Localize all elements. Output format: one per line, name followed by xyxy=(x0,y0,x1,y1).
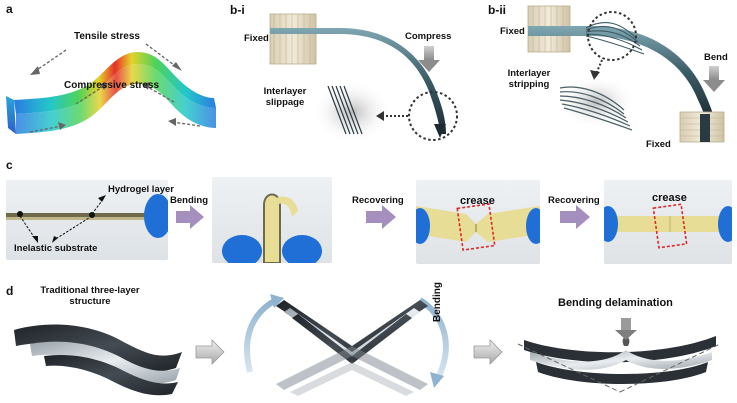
stripping-line2: stripping xyxy=(508,79,550,90)
b-ii-fixed-bottom-label: Fixed xyxy=(646,139,671,150)
inelastic-substrate-label: Inelastic substrate xyxy=(14,243,98,254)
b-i-compress-label: Compress xyxy=(405,31,452,42)
b-ii-fixed-top-label: Fixed xyxy=(500,26,525,37)
photo-recovered-crease-1 xyxy=(416,180,540,264)
hydrogel-layer-label: Hydrogel layer xyxy=(108,184,174,195)
recovering-arrow-1-label: Recovering xyxy=(352,195,404,206)
b-i-fixed-label: Fixed xyxy=(244,33,269,44)
photo-recovered-crease-2 xyxy=(604,180,732,264)
panel-label-b-ii: b-ii xyxy=(488,3,506,17)
photo-flat-sample xyxy=(6,180,168,260)
b-ii-bend-label: Bend xyxy=(704,52,728,63)
recovering-arrow-2-label: Recovering xyxy=(548,195,600,206)
b-ii-stripping-label: Interlayer stripping xyxy=(497,68,561,90)
tensile-stress-label: Tensile stress xyxy=(74,31,140,42)
b-i-slippage-label: Interlayer slippage xyxy=(254,86,316,108)
panel-d-bending-label: Bending xyxy=(432,282,443,322)
bending-arrow-label: Bending xyxy=(170,195,208,206)
panel-label-d: d xyxy=(6,284,14,298)
panel-label-b-i: b-i xyxy=(230,3,245,17)
crease-label-1: crease xyxy=(460,195,495,207)
bending-delamination-label: Bending delamination xyxy=(558,297,673,309)
traditional-line1: Traditional three-layer xyxy=(40,285,140,296)
compressive-stress-label: Compressive stress xyxy=(64,80,160,91)
traditional-line2: structure xyxy=(69,296,111,307)
crease-label-2: crease xyxy=(652,192,687,204)
traditional-structure-label: Traditional three-layer structure xyxy=(30,285,150,307)
stripping-line1: Interlayer xyxy=(507,68,551,79)
photo-bent-sample xyxy=(212,177,332,263)
slippage-line2: slippage xyxy=(265,97,305,108)
panel-label-a: a xyxy=(6,2,13,16)
slippage-line1: Interlayer xyxy=(263,86,307,97)
panel-label-c: c xyxy=(6,158,13,172)
